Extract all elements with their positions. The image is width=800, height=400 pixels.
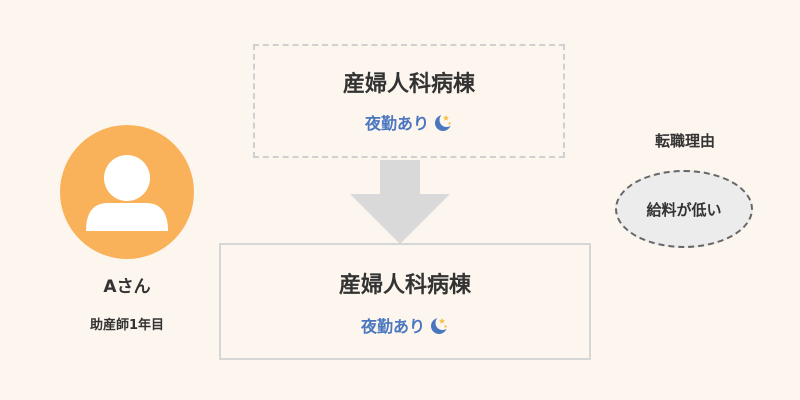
previous-ward-label: 産婦人科病棟	[342, 72, 475, 97]
reason-bubble: 給料が低い	[615, 170, 753, 248]
person-avatar	[60, 125, 194, 259]
previous-shift-row: 夜勤あり	[255, 110, 563, 136]
new-workplace-box: 産婦人科病棟 夜勤あり	[219, 243, 591, 360]
person-name: Aさん	[103, 277, 151, 297]
reason-text: 給料が低い	[646, 200, 722, 219]
down-arrow-icon	[350, 160, 450, 248]
moon-stars-icon	[429, 315, 450, 339]
previous-workplace-box: 産婦人科病棟 夜勤あり	[253, 44, 565, 158]
person-role: 助産師1年目	[89, 318, 165, 333]
new-ward-label: 産婦人科病棟	[338, 273, 471, 298]
reason-heading: 転職理由	[654, 132, 715, 150]
moon-stars-icon	[433, 112, 454, 136]
previous-shift-label: 夜勤あり	[364, 114, 429, 133]
person-icon	[86, 155, 168, 231]
new-shift-label: 夜勤あり	[360, 317, 425, 336]
new-shift-row: 夜勤あり	[221, 313, 589, 339]
